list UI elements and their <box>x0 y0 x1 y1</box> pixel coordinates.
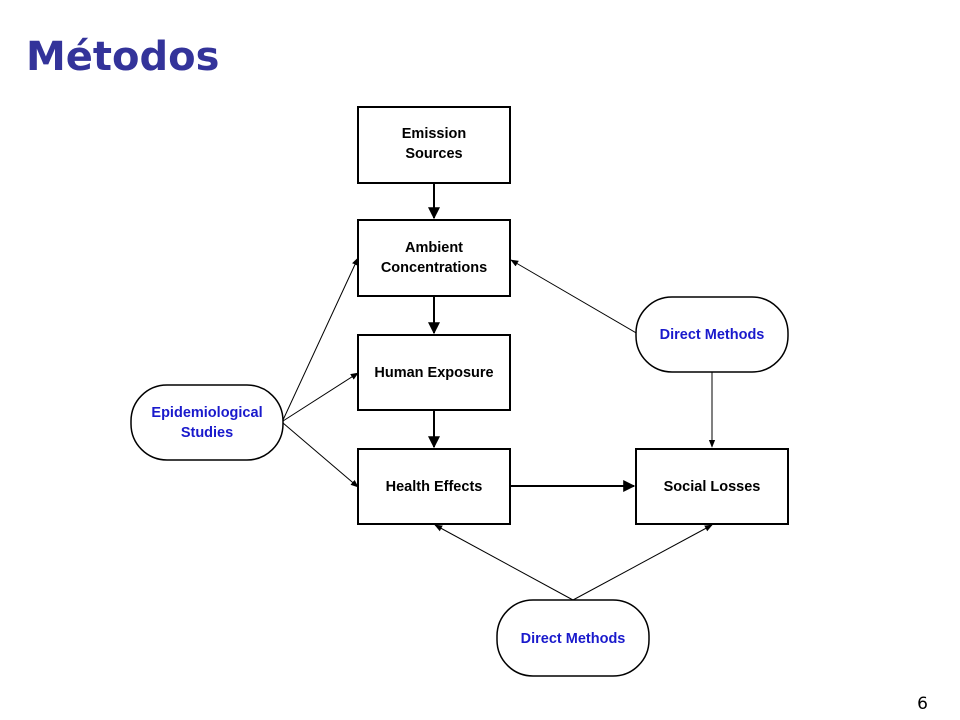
arrow-direct-bottom-to-health <box>434 524 574 601</box>
arrow-direct-bottom-to-social <box>572 524 713 601</box>
box-social-label: Social Losses <box>664 479 761 495</box>
arrow-epi-to-ambient <box>282 257 359 421</box>
box-ambient-line2: Concentrations <box>381 260 487 276</box>
box-ambient-concentrations: Ambient Concentrations <box>357 219 511 297</box>
box-emission-sources: Emission Sources <box>357 106 511 184</box>
box-human-exposure: Human Exposure <box>357 334 511 411</box>
node-direct-bottom-label: Direct Methods <box>521 631 626 647</box>
arrow-epi-to-exposure <box>282 372 359 422</box>
node-direct-methods-top: Direct Methods <box>635 296 789 373</box>
node-epi-line2: Studies <box>181 425 233 441</box>
node-epi-line1: Epidemiological <box>151 405 262 421</box>
box-emission-line1: Emission <box>402 126 466 142</box>
page-number: 6 <box>917 694 928 714</box>
box-exposure-label: Human Exposure <box>374 365 493 381</box>
slide-title: Métodos <box>26 34 220 80</box>
box-ambient-line1: Ambient <box>405 240 463 256</box>
box-health-label: Health Effects <box>386 479 483 495</box>
node-epidemiological-studies: Epidemiological Studies <box>130 384 284 461</box>
arrow-direct-top-to-ambient <box>510 259 639 335</box>
node-direct-methods-bottom: Direct Methods <box>496 599 650 677</box>
box-emission-line2: Sources <box>405 146 462 162</box>
box-social-losses: Social Losses <box>635 448 789 525</box>
arrow-epi-to-health <box>282 422 359 488</box>
node-direct-top-label: Direct Methods <box>660 327 765 343</box>
box-health-effects: Health Effects <box>357 448 511 525</box>
